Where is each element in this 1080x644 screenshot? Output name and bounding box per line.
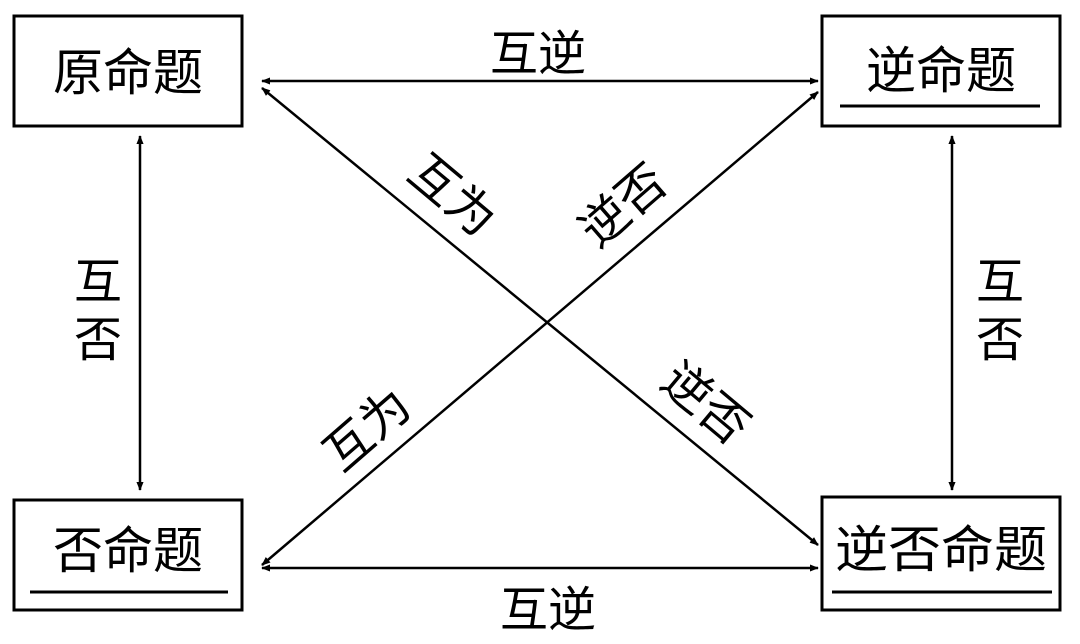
box-contrapositive-label: 逆否命题: [835, 521, 1047, 579]
box-inverse-label: 否命题: [53, 522, 203, 580]
label-right-char-2: 否: [976, 312, 1024, 368]
box-contrapositive-proposition: 逆否命题: [820, 495, 1062, 612]
box-original-label: 原命题: [53, 44, 203, 102]
box-converse-label: 逆命题: [866, 42, 1016, 100]
label-diag-upper-right: 逆否: [569, 153, 678, 258]
box-original-proposition: 原命题: [12, 14, 244, 128]
arrow-diagonal-up: [261, 91, 819, 566]
label-top-mutual-converse: 互逆: [490, 26, 586, 82]
label-diag-lower-left: 互为: [313, 377, 422, 482]
label-diag-lower-right: 逆否: [651, 351, 761, 456]
label-bottom-mutual-converse: 互逆: [500, 582, 596, 638]
box-converse-proposition: 逆命题: [820, 14, 1062, 128]
label-right-char-1: 互: [976, 254, 1024, 310]
box-inverse-proposition: 否命题: [12, 498, 244, 612]
label-diag-upper-left: 互为: [398, 143, 508, 248]
label-left-char-2: 否: [74, 312, 122, 368]
label-left-char-1: 互: [74, 254, 122, 310]
